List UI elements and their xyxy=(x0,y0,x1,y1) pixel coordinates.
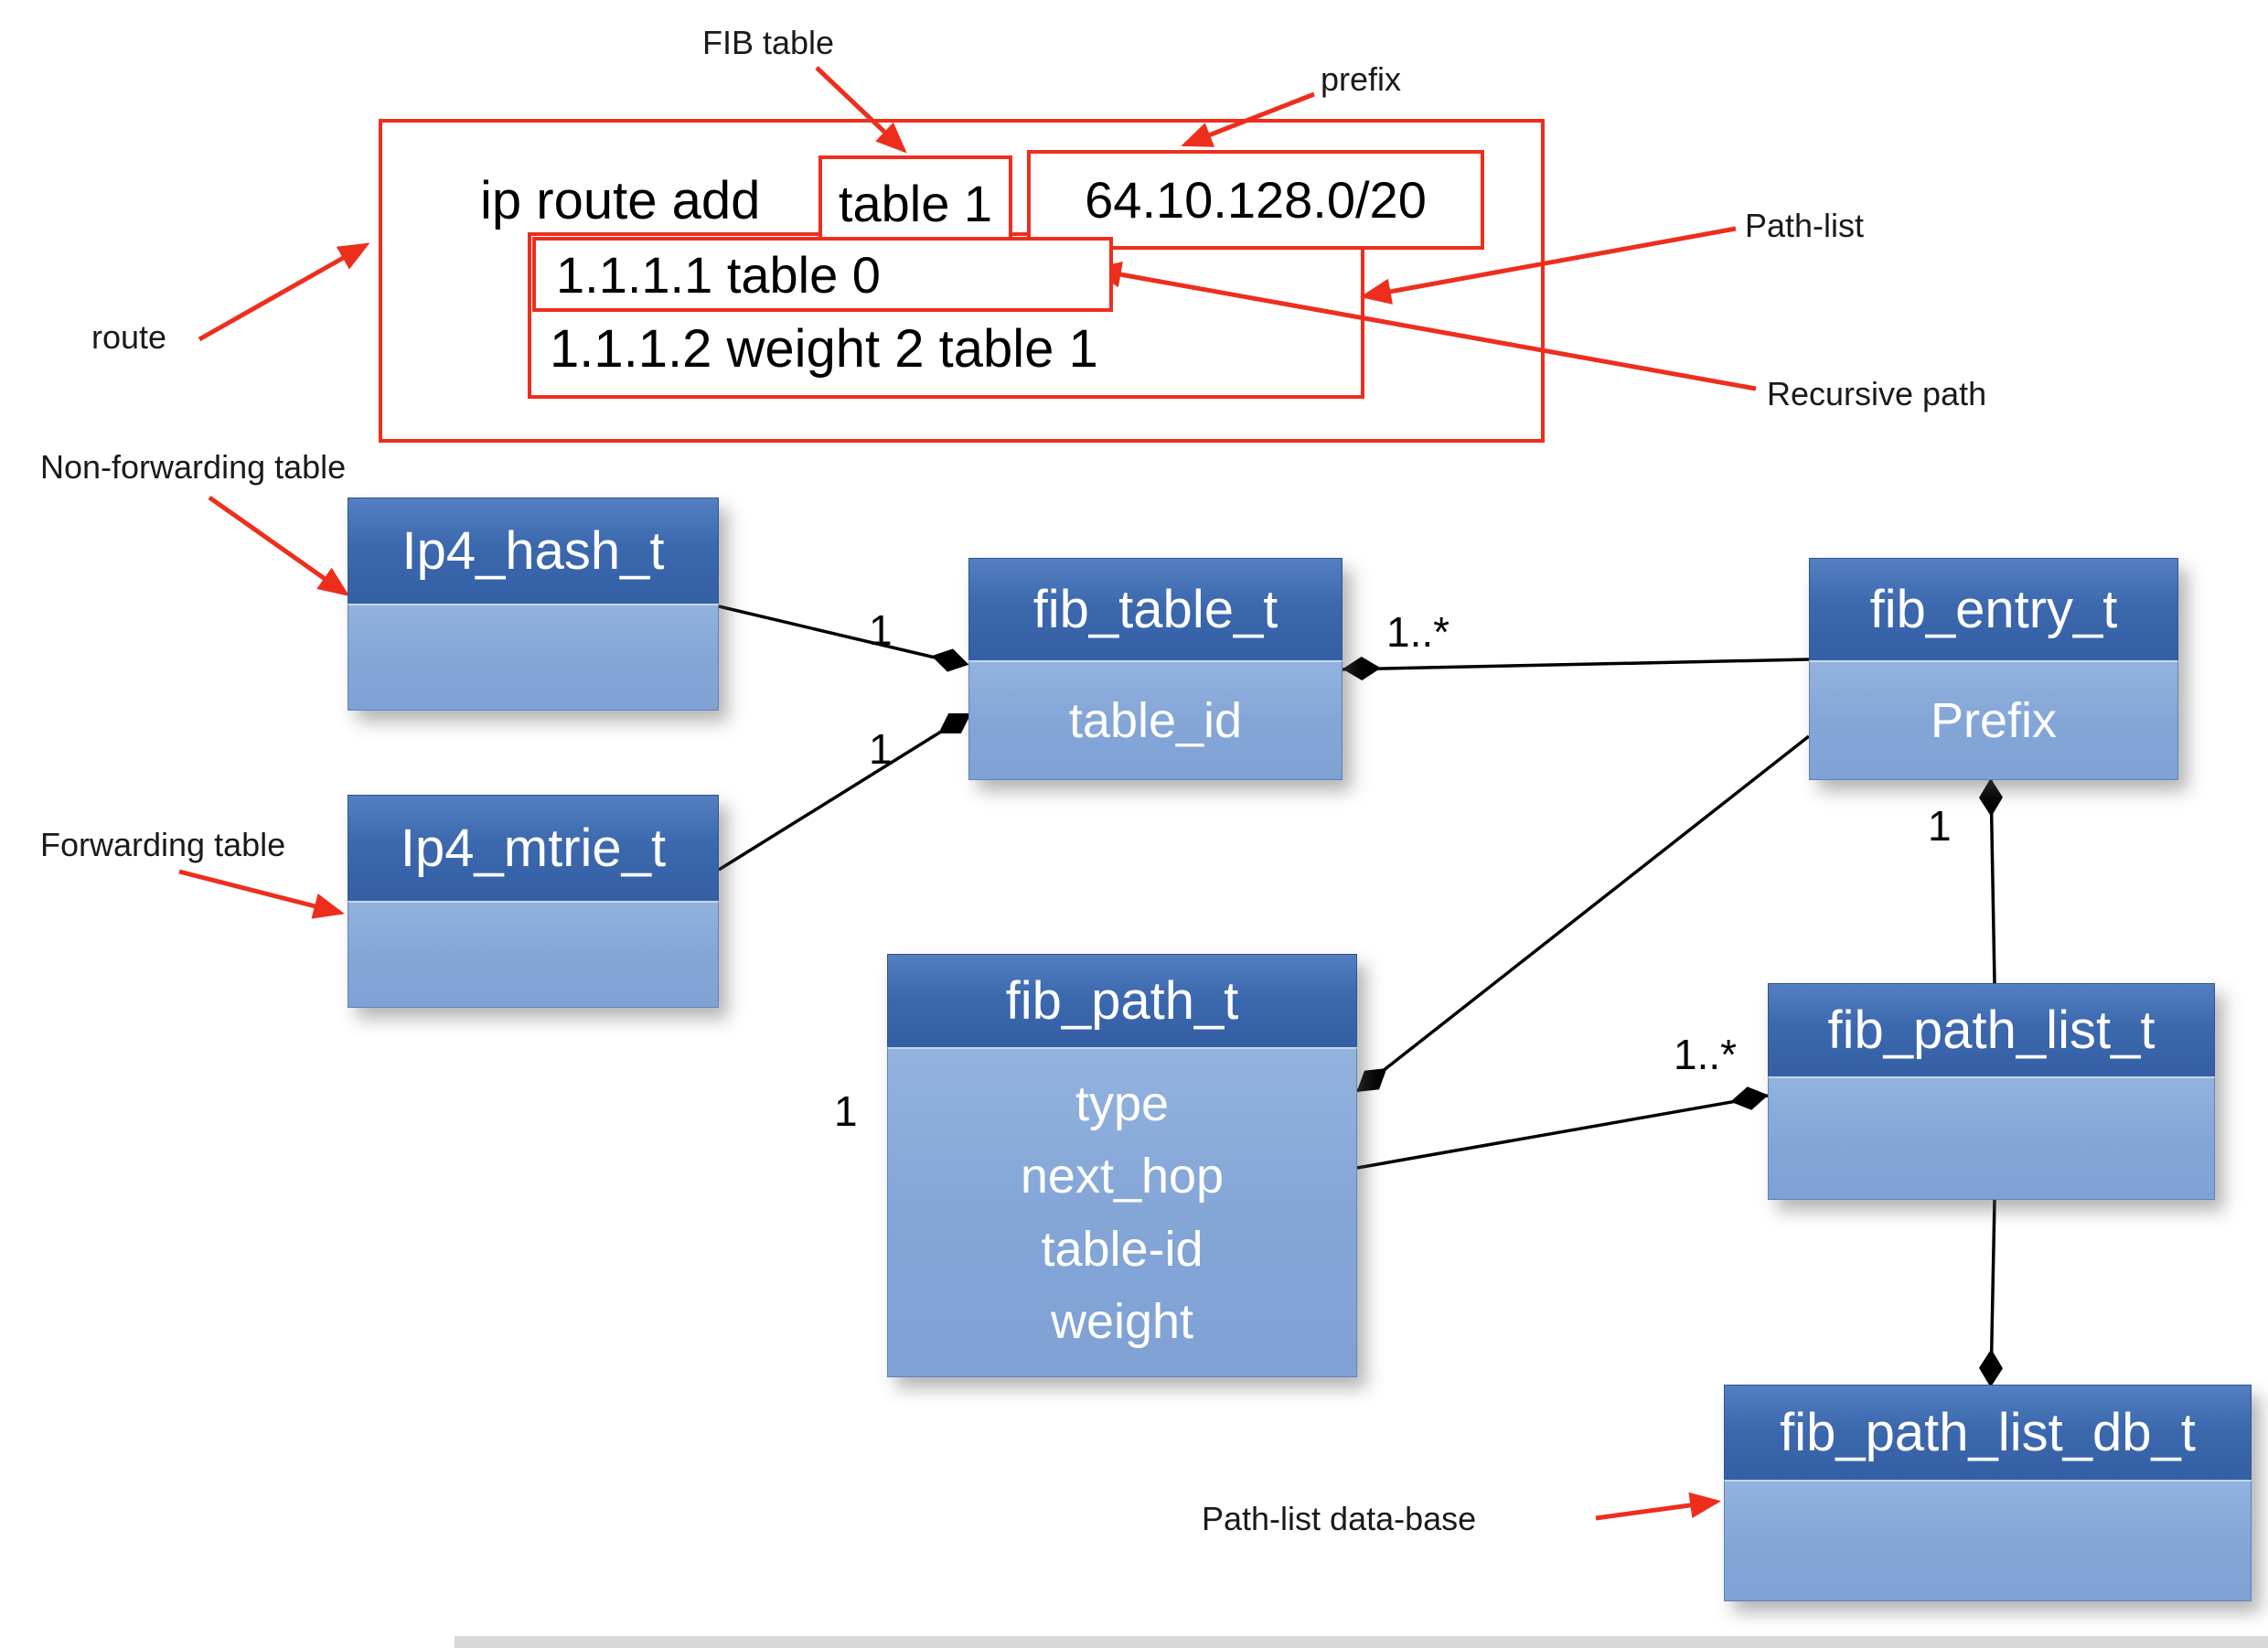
annotation-path-list: Path-list xyxy=(1745,207,1865,244)
composition-diamond-icon xyxy=(1979,778,2003,817)
connector-hash-to-table xyxy=(718,605,963,666)
weighted-path-text: 1.1.1.2 weight 2 table 1 xyxy=(550,319,1098,379)
class-attribute: table_id xyxy=(1068,693,1243,748)
class-attribute: weight xyxy=(1050,1293,1194,1349)
class-fib-path-t: fib_path_t type next_hop table-id weight xyxy=(887,954,1357,1377)
connector-entry-to-path xyxy=(1355,734,1811,1093)
route-command-text: ip route add xyxy=(480,171,761,230)
composition-diamond-icon xyxy=(1343,657,1381,680)
class-title: Ip4_mtrie_t xyxy=(348,795,719,901)
forwarding-arrow-icon xyxy=(178,869,345,919)
composition-diamond-icon xyxy=(1356,1068,1387,1092)
class-body xyxy=(1724,1480,2252,1601)
annotation-prefix: prefix xyxy=(1321,60,1402,98)
composition-diamond-icon xyxy=(1979,1349,2003,1387)
annotation-fib-table: FIB table xyxy=(702,24,835,61)
multiplicity-path-to-path-list: 1..* xyxy=(1674,1031,1738,1078)
multiplicity-table-to-entry: 1..* xyxy=(1386,608,1450,656)
class-attribute: table-id xyxy=(1041,1221,1204,1277)
non-forwarding-arrow-icon xyxy=(208,495,350,596)
multiplicity-entry-to-path: 1 xyxy=(834,1087,858,1135)
class-body xyxy=(348,901,719,1008)
class-body xyxy=(1768,1076,2215,1200)
composition-diamond-icon xyxy=(931,648,969,672)
annotation-non-forwarding-table: Non-forwarding table xyxy=(40,448,347,486)
annotation-route: route xyxy=(91,318,167,356)
class-fib-path-list-t: fib_path_list_t xyxy=(1768,983,2215,1200)
class-attribute: Prefix xyxy=(1930,693,2058,748)
composition-diamond-icon xyxy=(1730,1086,1769,1110)
class-title: Ip4_hash_t xyxy=(348,498,719,604)
prefix-value-box: 64.10.128.0/20 xyxy=(1027,150,1484,250)
fib-table-value-box: table 1 xyxy=(818,155,1012,251)
annotation-forwarding-table: Forwarding table xyxy=(40,826,286,863)
connector-table-to-entry xyxy=(1342,658,1810,671)
class-attribute: next_hop xyxy=(1020,1149,1225,1204)
class-fib-table-t: fib_table_t table_id xyxy=(968,558,1343,780)
class-body: table_id xyxy=(968,660,1343,780)
class-body: type next_hop table-id weight xyxy=(887,1047,1357,1377)
class-ip4-mtrie-t: Ip4_mtrie_t xyxy=(348,795,719,1008)
class-title: fib_path_list_t xyxy=(1768,983,2215,1076)
recursive-path-arrow-icon xyxy=(1089,262,1757,391)
multiplicity-hash-to-table: 1 xyxy=(869,606,893,654)
class-attribute: type xyxy=(1075,1076,1170,1132)
bottom-edge-strip xyxy=(455,1636,2268,1648)
annotation-arrows xyxy=(178,66,1757,1521)
class-ip4-hash-t: Ip4_hash_t xyxy=(348,498,719,711)
fib-table-arrow-icon xyxy=(815,66,907,154)
class-body xyxy=(348,604,719,711)
composition-diamonds xyxy=(931,648,2003,1387)
recursive-path-value-box: 1.1.1.1 table 0 xyxy=(532,237,1113,312)
class-title: fib_path_t xyxy=(887,954,1357,1047)
route-box xyxy=(379,119,1545,443)
annotation-recursive-path: Recursive path xyxy=(1767,375,1987,412)
class-title: fib_table_t xyxy=(968,558,1343,660)
class-title: fib_path_list_db_t xyxy=(1724,1385,2252,1480)
class-fib-path-list-db-t: fib_path_list_db_t xyxy=(1724,1385,2252,1601)
class-title: fib_entry_t xyxy=(1809,558,2178,660)
connector-path-to-pathlist xyxy=(1356,1094,1769,1170)
multiplicity-entry-to-path-list: 1 xyxy=(1928,802,1952,850)
annotation-path-list-database: Path-list data-base xyxy=(1202,1500,1477,1537)
path-list-db-arrow-icon xyxy=(1595,1492,1722,1521)
multiplicity-mtrie-to-table: 1 xyxy=(869,725,893,773)
composition-diamond-icon xyxy=(938,712,971,734)
connector-mtrie-to-table xyxy=(718,713,968,872)
class-body: Prefix xyxy=(1809,660,2178,780)
class-fib-entry-t: fib_entry_t Prefix xyxy=(1809,558,2178,780)
route-arrow-icon xyxy=(198,242,370,342)
path-list-arrow-icon xyxy=(1359,226,1737,305)
